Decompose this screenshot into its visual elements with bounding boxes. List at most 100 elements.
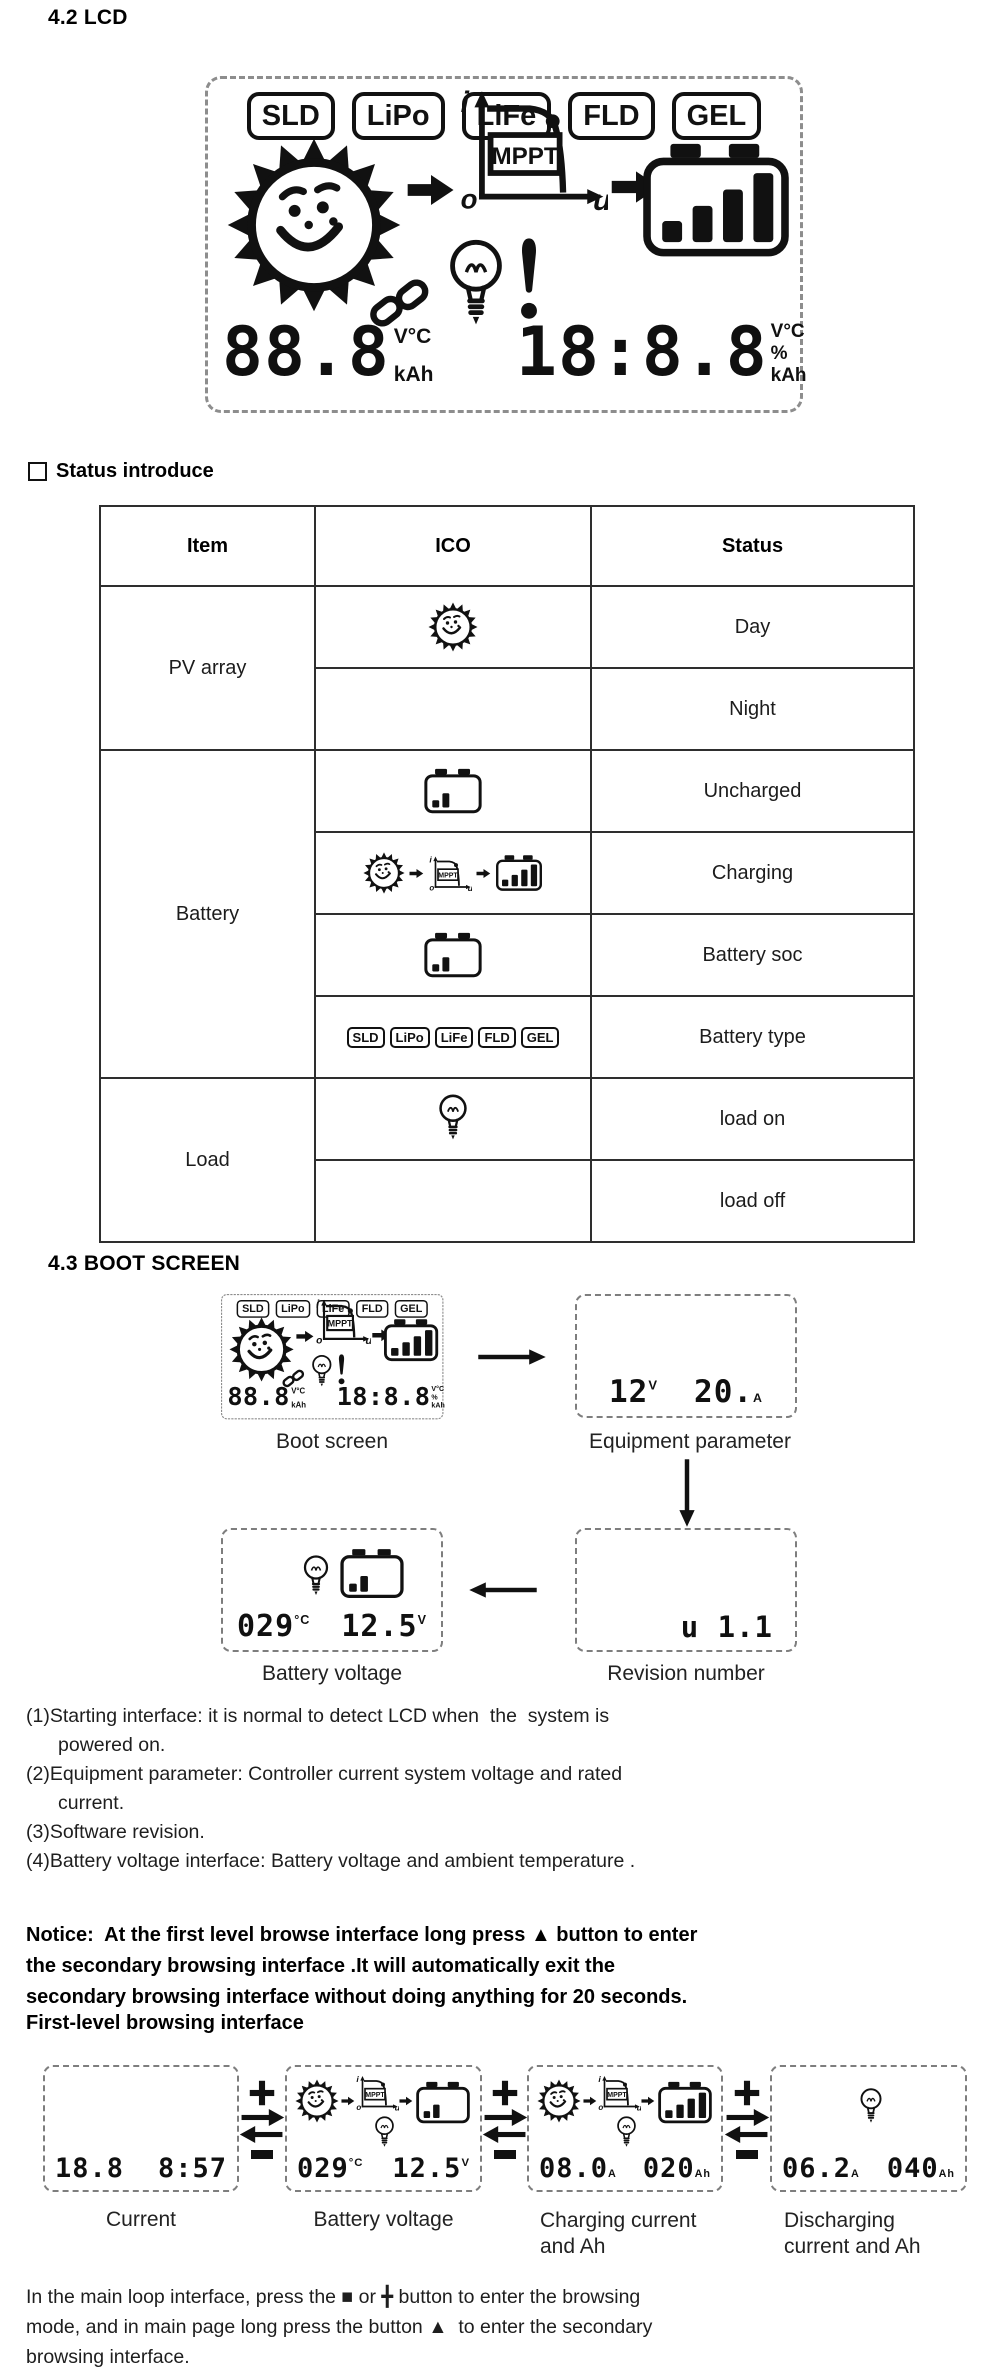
item-pv-array: PV array (99, 585, 316, 751)
arrow-right-icon (341, 2095, 355, 2107)
footer-line: mode, and in main page long press the bu… (26, 2316, 653, 2338)
notice-line: the secondary browsing interface .It wil… (26, 1955, 616, 1977)
battery-type-tag: LiFe (434, 1026, 474, 1048)
status-table: Item ICO Status PV array Day Night Batte… (99, 505, 915, 1243)
unit-vc: V°C (291, 1386, 306, 1396)
unit-kah: kAh (393, 363, 434, 386)
current-value: 18.8 (55, 2153, 125, 2184)
lcd-right-units: V°C % kAh (771, 321, 807, 387)
charge-ah-value: 020Ah (642, 2153, 711, 2184)
lcd-right-value: 18:8.8 (516, 313, 768, 392)
unit-percent: % (431, 1393, 438, 1402)
light-bulb-icon (373, 2115, 396, 2151)
mppt-curve-icon (355, 2075, 399, 2111)
plus-button-icon (249, 2080, 275, 2106)
minus-button-icon (251, 2150, 273, 2159)
unit-vc: V°C (393, 325, 432, 348)
light-bulb-icon (301, 1554, 331, 1600)
light-bulb-icon (444, 237, 508, 335)
ico-cell (314, 913, 592, 997)
temp-value: 029°C (297, 2153, 364, 2184)
unit-percent: % (770, 343, 788, 364)
status-load-on: load on (590, 1077, 915, 1161)
battery-temp-value: 029°C (237, 1609, 311, 1644)
browse-label-battery-voltage: Battery voltage (313, 2208, 454, 2231)
flow-arrow-right-icon (477, 1347, 547, 1367)
status-battery-soc: Battery soc (590, 913, 915, 997)
table-row: PV array Day (99, 585, 915, 751)
lcd-left-units: V°C kAh (394, 325, 434, 387)
exchange-arrows-icon (482, 2106, 528, 2146)
arrow-right-icon (409, 867, 424, 880)
equipment-current: 20.A (694, 1374, 763, 1410)
browse-screen-discharging: 06.2A 040Ah (770, 2065, 967, 2192)
unit-a: A (753, 1391, 763, 1405)
discharge-ah-value: 040Ah (886, 2153, 955, 2184)
unit-v: V (461, 2157, 470, 2170)
browse-screen-battery-voltage: 029°C 12.5V (285, 2065, 482, 2192)
unit-vc: V°C (770, 321, 805, 342)
mppt-curve-icon (428, 855, 472, 892)
charging-combo-icon (316, 852, 590, 894)
col-header-status: Status (590, 505, 915, 587)
light-bulb-icon (858, 2087, 884, 2127)
unit-v: V (417, 1613, 427, 1628)
arrow-right-icon (583, 2095, 597, 2107)
battery-type-tags: SLD LiPo LiFe FLD GEL (208, 92, 800, 140)
unit-ah: Ah (938, 2168, 955, 2180)
status-load-off: load off (590, 1159, 915, 1243)
unit-a: A (608, 2168, 617, 2180)
lcd-left-reading: 88.8 V°C kAh (222, 319, 433, 387)
unit-vc: V°C (431, 1385, 445, 1393)
unit-kah: kAh (291, 1400, 306, 1410)
table-row: Battery Uncharged (99, 749, 915, 1079)
charge-current-value: 08.0A (539, 2153, 617, 2184)
sun-icon (428, 602, 478, 652)
light-bulb-icon (615, 2115, 638, 2151)
battery-bars-icon (640, 141, 792, 259)
lcd-left-units: V°C kAh (291, 1387, 306, 1410)
mppt-curve-icon (314, 1299, 371, 1344)
equipment-parameter-screen: 12V 20.A (575, 1294, 797, 1418)
label-line: Discharging (784, 2209, 895, 2232)
battery-volt-value: 12.5V (341, 1609, 427, 1644)
unit-degc: °C (348, 2157, 364, 2170)
battery-low-icon (339, 1548, 405, 1599)
battery-type-tag: GEL (394, 1299, 428, 1318)
battery-type-tag: FLD (568, 92, 655, 140)
status-introduce-label: Status introduce (56, 460, 214, 482)
square-bullet-icon (28, 462, 47, 481)
flow-arrow-left-icon (468, 1580, 538, 1600)
sun-icon (295, 2079, 339, 2123)
equipment-voltage: 12V (609, 1374, 659, 1410)
battery-voltage-screen: 029°C 12.5V (221, 1528, 443, 1652)
battery-type-tag: FLD (356, 1299, 389, 1318)
unit-v: V (648, 1377, 659, 1393)
label-line: and Ah (540, 2235, 606, 2258)
footer-paragraph: In the main loop interface, press the ■ … (26, 2282, 986, 2372)
battery-bars-icon (657, 2081, 713, 2124)
boot-screen-label: Boot screen (275, 1430, 389, 1453)
lcd-left-value: 88.8 (222, 313, 390, 392)
revision-value: u 1.1 (680, 1610, 773, 1644)
boot-screen-thumbnail: SLD LiPo LiFe FLD GEL 88.8 V°C kAh 18:8.… (221, 1294, 445, 1420)
battery-type-tag: FLD (478, 1026, 516, 1048)
table-row: Battery soc (100, 913, 915, 997)
note-line: (4)Battery voltage interface: Battery vo… (26, 1850, 636, 1872)
battery-type-tag: LiPo (275, 1299, 311, 1318)
notice-line: Notice: At the first level browse interf… (26, 1924, 698, 1946)
item-load: Load (99, 1077, 316, 1243)
lcd-right-value: 18:8.8 (336, 1382, 431, 1412)
lcd-right-reading: 18:8.8 V°C % kAh (516, 319, 807, 387)
status-battery-type: Battery type (590, 995, 915, 1079)
item-battery: Battery (99, 749, 316, 1079)
col-header-ico: ICO (314, 505, 592, 587)
lcd-right-reading: 18:8.8 V°C % kAh (337, 1384, 445, 1409)
time-value: 8:57 (157, 2153, 227, 2184)
revision-number-label: Revision number (607, 1662, 765, 1685)
mppt-curve-icon (597, 2075, 641, 2111)
battery-bars-icon (495, 854, 543, 892)
notice-line: secondary browsing interface without doi… (26, 1986, 688, 2008)
battery-type-tag: GEL (671, 92, 762, 140)
